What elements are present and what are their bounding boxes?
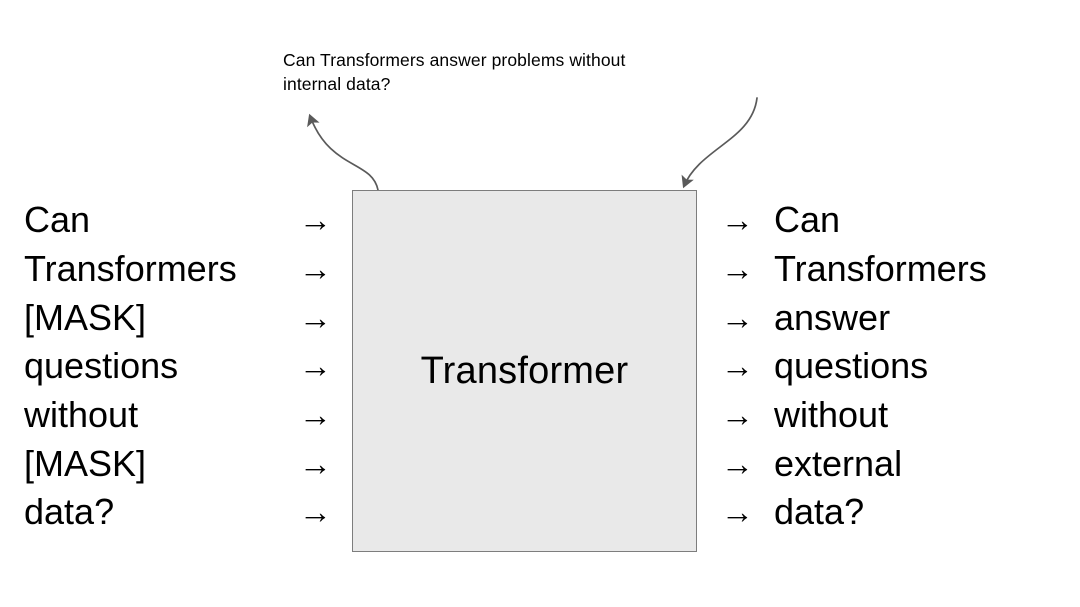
right-arrow-icon: → [721,347,754,385]
right-arrow-icon: → [299,444,332,482]
output-token-label: data? [774,491,865,533]
right-arrow-icon: → [721,250,754,288]
input-token-row: questions → [24,342,332,391]
left-callout-curve-path [307,113,379,191]
right-arrow-icon: → [299,201,332,239]
input-token-row: without → [24,391,332,440]
input-token-row: Can → [24,196,332,245]
right-arrow-icon: → [721,201,754,239]
input-token-label: questions [24,345,179,387]
right-arrow-icon: → [721,493,754,531]
output-token-row: → external [721,439,1061,488]
right-arrow-icon: → [299,493,332,531]
output-token-row: → data? [721,488,1061,537]
input-token-row: Transformers → [24,245,332,294]
input-token-label: [MASK] [24,442,147,484]
right-arrow-icon: → [721,298,754,336]
output-token-row: → Transformers [721,245,1061,294]
output-token-label: without [774,394,889,436]
input-token-row: [MASK] → [24,293,332,342]
right-callout-curve-path [681,97,758,189]
input-token-row: data? → [24,488,332,537]
right-arrow-icon: → [299,298,332,336]
output-token-label: external [774,442,903,484]
output-token-label: Transformers [774,248,987,290]
input-token-label: Can [24,199,91,241]
output-token-row: → questions [721,342,1061,391]
output-token-label: Can [774,199,841,241]
output-token-column: → Can → Transformers → answer → question… [721,196,1061,537]
right-arrow-icon: → [721,396,754,434]
transformer-block: Transformer [352,190,697,552]
input-token-label: without [24,394,139,436]
right-arrow-icon: → [299,250,332,288]
figure-caption: Can Transformers answer problems without… [283,50,626,94]
input-token-label: Transformers [24,248,237,290]
output-token-label: answer [774,296,891,338]
input-token-label: data? [24,491,115,533]
input-token-column: Can → Transformers → [MASK] → questions … [24,196,332,537]
right-arrow-icon: → [299,347,332,385]
output-token-row: → without [721,391,1061,440]
output-token-row: → answer [721,293,1061,342]
input-token-label: [MASK] [24,296,147,338]
output-token-row: → Can [721,196,1061,245]
output-token-label: questions [774,345,929,387]
right-arrow-icon: → [299,396,332,434]
input-token-row: [MASK] → [24,439,332,488]
transformer-block-label: Transformer [420,350,629,392]
right-arrow-icon: → [721,444,754,482]
